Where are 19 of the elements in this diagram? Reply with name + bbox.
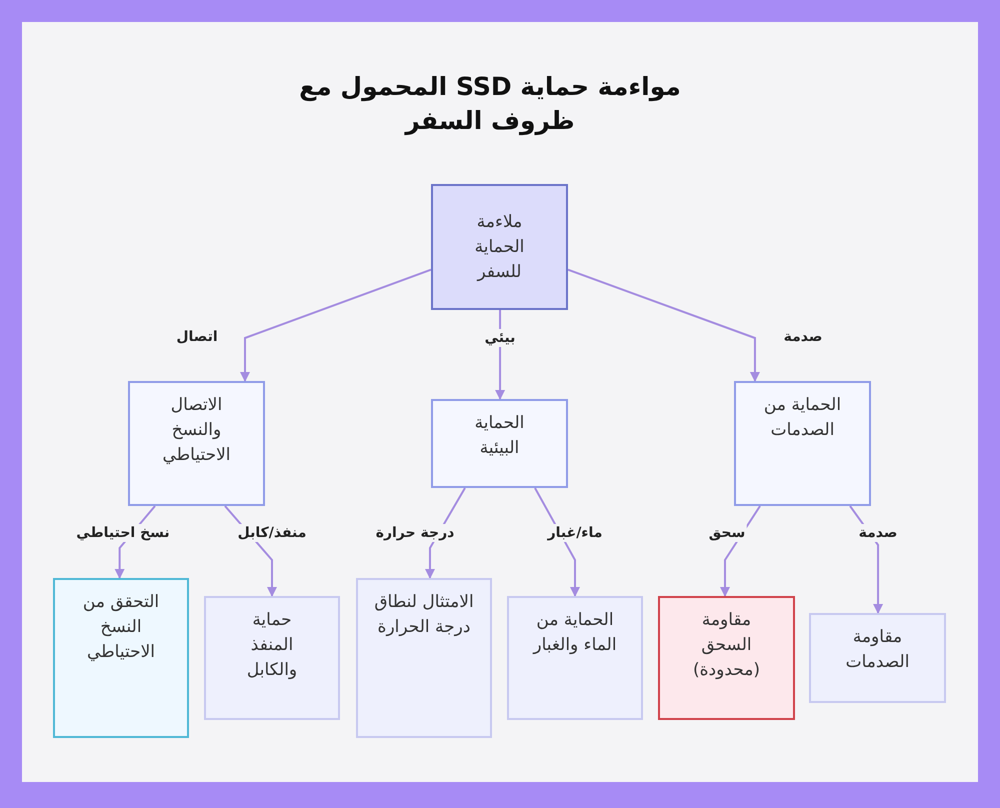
process-box: الاتصال والنسخ الاحتياطي [128,381,265,506]
edge-label: سحق [706,524,748,542]
process-box: التحقق من النسخ الاحتياطي [53,578,189,738]
process-box: ملاءمة الحماية للسفر [431,184,568,310]
edge-label: درجة حرارة [374,524,456,542]
edge-label: صدمة [856,524,900,542]
process-box: الامتثال لنطاق درجة الحرارة [356,578,492,738]
edge-label: ماء/غبار [546,524,604,542]
arrow [568,268,760,382]
process-box: مقاومة السحق (محدودة) [658,596,795,720]
edge-label: بيئي [482,329,518,347]
process-box: الحماية من الصدمات [734,381,871,506]
process-box: الحماية من الماء والغبار [507,596,643,720]
process-box: حماية المنفذ والكابل [204,596,340,720]
process-box: الحماية البيئية [431,399,568,488]
diagram-title: مواءمة حماية SSD المحمول مع ظروف السفر [298,71,682,138]
edge-label: منفذ/كابل [236,524,308,542]
arrow [240,268,432,382]
process-box: مقاومة الصدمات [809,613,946,703]
